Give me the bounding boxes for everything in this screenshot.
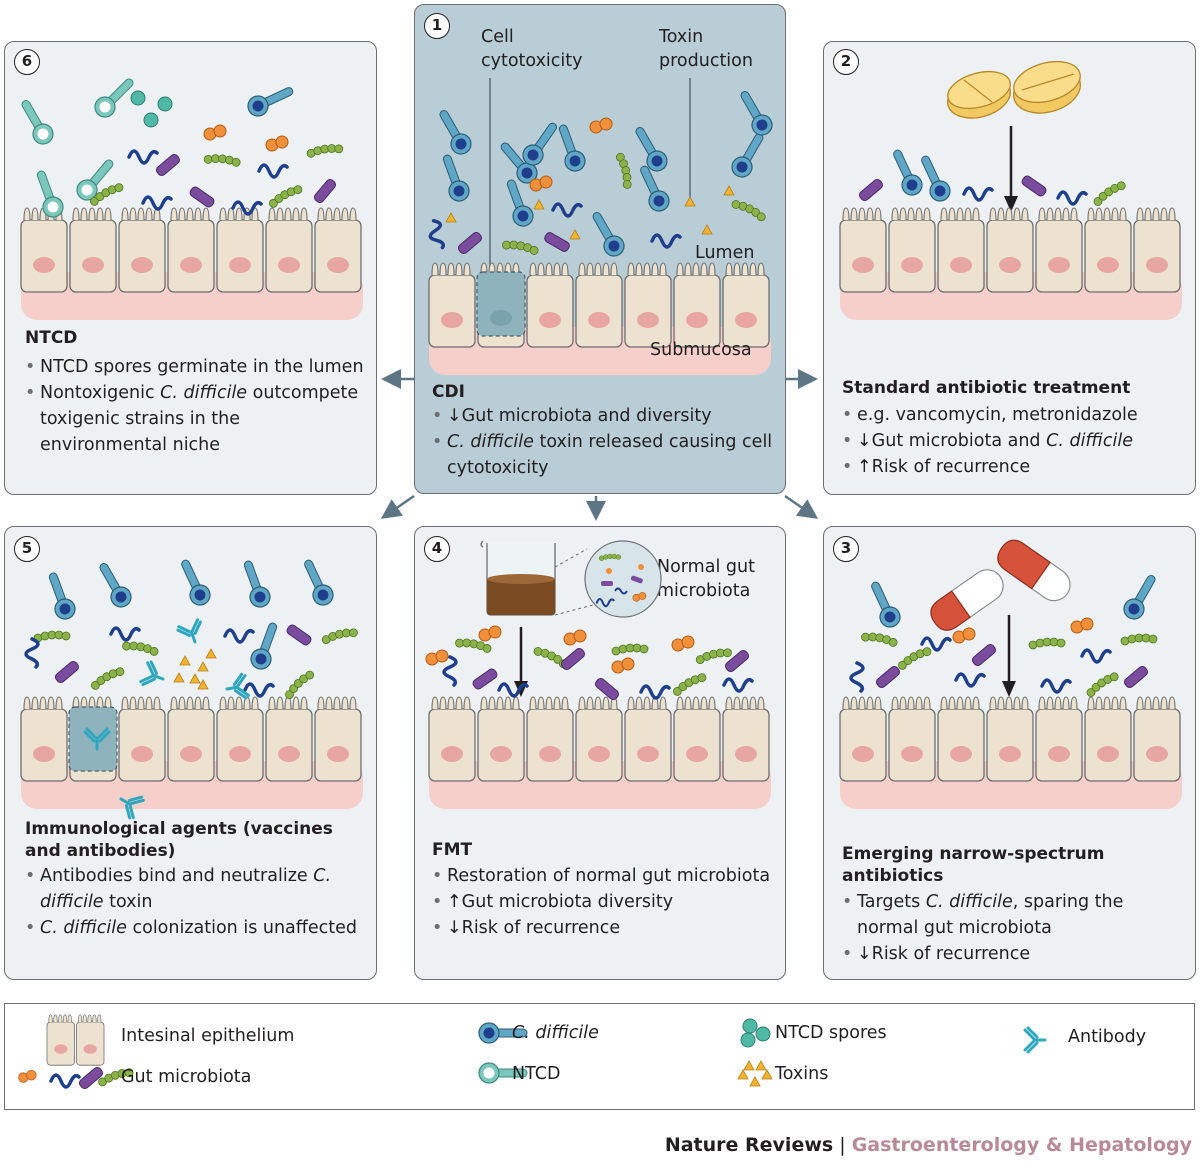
narrow-spectrum-illustration	[824, 539, 1196, 980]
legend-epithelium: Intesinal epithelium	[121, 1026, 295, 1046]
legend-icons	[18, 1014, 1047, 1091]
panel-ntcd: 6 NTCD NTCD spores germinate in the lume…	[4, 41, 377, 495]
panel-title: NTCD	[25, 328, 78, 348]
bullet: Nontoxigenic C. difficile outcompete tox…	[25, 380, 370, 458]
bullet: Targets C. difficile, sparing the normal…	[842, 889, 1187, 941]
arrow-to-panel-5	[380, 494, 415, 519]
journal-name: Nature Reviews	[664, 1134, 834, 1156]
panel-immunological-agents: 5 Immunological agents (vaccines and ant…	[4, 526, 377, 980]
panel-bullets: Targets C. difficile, sparing the normal…	[842, 889, 1187, 967]
legend-microbiota: Gut microbiota	[121, 1067, 252, 1087]
epithelium-legend-icon	[46, 1014, 105, 1066]
capsule-icon	[930, 569, 1004, 631]
toxin-production-label: Toxin production	[659, 27, 753, 71]
bullet: C. difficile toxin released causing cell…	[432, 429, 782, 481]
tablet-icon	[947, 60, 1081, 119]
bullet: ↓Risk of recurrence	[432, 915, 782, 941]
bullet: ↑Risk of recurrence	[842, 454, 1192, 480]
journal-footer: Nature Reviews | Gastroenterology & Hepa…	[665, 1134, 1192, 1156]
legend-antibody: Antibody	[1068, 1027, 1147, 1047]
bullet: ↑Gut microbiota diversity	[432, 889, 782, 915]
beaker-icon	[480, 540, 556, 616]
panel-number: 2	[833, 49, 859, 75]
normal-gut-label: Normal gut microbiota	[657, 557, 755, 601]
spores-legend-icon	[740, 1018, 771, 1048]
cell-cytotoxicity-label: Cell cytotoxicity	[481, 27, 583, 71]
bullet: e.g. vancomycin, metronidazole	[842, 402, 1192, 428]
panel-title: FMT	[432, 840, 473, 860]
legend-ntcd: NTCD	[512, 1064, 561, 1084]
bullet: ↓Gut microbiota and diversity	[432, 403, 782, 429]
antibody-legend-icon	[1023, 1026, 1047, 1054]
panel-title: Emerging narrow-spectrum antibiotics	[842, 844, 1105, 886]
panel-bullets: NTCD spores germinate in the lumen Nonto…	[25, 354, 370, 458]
toxins-legend-icon	[737, 1060, 773, 1087]
capsule-icon	[997, 539, 1071, 602]
bullet: NTCD spores germinate in the lumen	[25, 354, 370, 380]
panel-title: Standard antibiotic treatment	[842, 378, 1131, 398]
panel-bullets: e.g. vancomycin, metronidazole ↓Gut micr…	[842, 402, 1192, 480]
panel-number: 6	[14, 49, 40, 75]
bullet: Restoration of normal gut microbiota	[432, 863, 782, 889]
fmt-illustration	[425, 540, 786, 980]
bullet: ↓Risk of recurrence	[842, 941, 1187, 967]
legend-toxins: Toxins	[775, 1064, 829, 1084]
bullet: ↓Gut microbiota and C. difficile	[842, 428, 1192, 454]
panel-cdi: 1 Cell cytotoxicity Toxin production Lum…	[414, 4, 786, 494]
legend-spores: NTCD spores	[775, 1023, 887, 1043]
cdi-illustration	[425, 78, 777, 494]
panel-number: 5	[14, 536, 40, 562]
footer-separator: |	[839, 1134, 846, 1156]
legend: Intesinal epithelium Gut microbiota C. d…	[4, 1003, 1195, 1110]
panel-number: 4	[424, 536, 450, 562]
immunological-illustration	[5, 555, 377, 821]
microbiota-legend-icon	[18, 1065, 135, 1091]
lumen-label: Lumen	[695, 243, 755, 263]
panel-bullets: Restoration of normal gut microbiota ↑Gu…	[432, 863, 782, 941]
panel-title: Immunological agents (vaccines and antib…	[25, 819, 333, 861]
panel-number: 3	[833, 536, 859, 562]
arrow-to-panel-3	[784, 494, 819, 519]
panel-standard-antibiotic: 2 Standard antibiotic treatment e.g. van…	[823, 41, 1196, 495]
panel-narrow-spectrum: 3 Emerging narrow-spectrum antibiotics T…	[823, 526, 1196, 980]
antibiotic-tablets-illustration	[824, 60, 1196, 495]
bullet: C. difficile colonization is unaffected	[25, 915, 370, 941]
panel-bullets: Antibodies bind and neutralize C. diffic…	[25, 863, 370, 941]
legend-cdiff: C. difficile	[512, 1023, 599, 1043]
panel-number: 1	[424, 13, 450, 39]
panel-title: CDI	[432, 382, 465, 402]
panel-fmt: 4 Normal gut microbiota	[414, 526, 786, 980]
bullet: Antibodies bind and neutralize C. diffic…	[25, 863, 370, 915]
panel-bullets: ↓Gut microbiota and diversity C. diffici…	[432, 403, 782, 481]
journal-subject: Gastroenterology & Hepatology	[851, 1134, 1192, 1156]
submucosa-label: Submucosa	[650, 340, 752, 360]
